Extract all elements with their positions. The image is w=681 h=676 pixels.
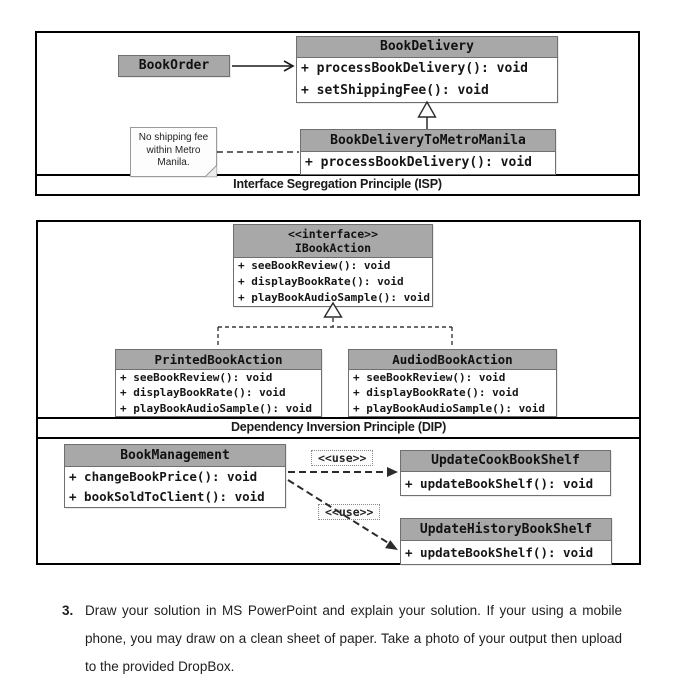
class-method: + changeBookPrice(): void: [69, 469, 258, 484]
instruction-line: to the provided DropBox.: [85, 659, 235, 674]
class-title: AudiodBookAction: [349, 350, 556, 370]
class-methods: + seeBookReview(): void + displayBookRat…: [116, 370, 321, 417]
class-methods: + seeBookReview(): void + displayBookRat…: [349, 370, 556, 417]
class-title: BookDelivery: [297, 37, 557, 58]
class-book-order: BookOrder: [118, 55, 230, 77]
class-method: + playBookAudioSample(): void: [238, 291, 431, 304]
class-method: + seeBookReview(): void: [353, 371, 506, 384]
class-title: IBookAction: [294, 241, 372, 255]
class-methods: + updateBookShelf(): void: [401, 472, 610, 495]
class-title: BookManagement: [65, 445, 285, 467]
class-methods: + processBookDelivery(): void + setShipp…: [297, 58, 557, 102]
class-method: + displayBookRate(): void: [238, 275, 404, 288]
note-line: Manila.: [157, 157, 190, 168]
isp-caption: Interface Segregation Principle (ISP): [37, 174, 638, 194]
note-line: within Metro: [146, 144, 201, 156]
class-title-block: <<interface>> IBookAction: [234, 225, 432, 258]
class-method: + setShippingFee(): void: [301, 83, 489, 98]
class-methods: + updateBookShelf(): void: [401, 541, 611, 564]
class-title: PrintedBookAction: [116, 350, 321, 370]
class-update-cook-book-shelf: UpdateCookBookShelf + updateBookShelf():…: [400, 450, 611, 496]
class-method: + displayBookRate(): void: [353, 386, 519, 400]
class-stereotype: <<interface>>: [287, 227, 378, 241]
class-method: + bookSoldToClient(): void: [69, 489, 265, 504]
use-stereotype-label: <<use>>: [318, 504, 381, 520]
note-line: No shipping fee: [138, 132, 209, 143]
class-methods: + processBookDelivery(): void: [301, 152, 555, 174]
class-printed-book-action: PrintedBookAction + seeBookReview(): voi…: [115, 349, 322, 418]
class-title: BookDeliveryToMetroManila: [301, 130, 555, 152]
class-book-delivery-to-metro-manila: BookDeliveryToMetroManila + processBookD…: [300, 129, 556, 175]
class-method: + processBookDelivery(): void: [305, 155, 532, 170]
class-methods: + seeBookReview(): void + displayBookRat…: [234, 258, 432, 306]
class-book-delivery: BookDelivery + processBookDelivery(): vo…: [296, 36, 558, 103]
class-methods: + changeBookPrice(): void + bookSoldToCl…: [65, 467, 285, 507]
instruction-item-3: 3. Draw your solution in MS PowerPoint a…: [62, 597, 622, 676]
class-method: + seeBookReview(): void: [120, 371, 273, 384]
use-stereotype-label: <<use>>: [311, 450, 374, 466]
class-book-management: BookManagement + changeBookPrice(): void…: [64, 444, 286, 508]
class-title: BookOrder: [119, 56, 229, 76]
class-method: + displayBookRate(): void: [120, 386, 286, 400]
class-audiod-book-action: AudiodBookAction + seeBookReview(): void…: [348, 349, 557, 418]
class-method: + updateBookShelf(): void: [405, 476, 594, 491]
class-method: + processBookDelivery(): void: [301, 61, 528, 76]
note-fold-icon: [205, 165, 217, 177]
instruction-text: Draw your solution in MS PowerPoint and …: [85, 597, 622, 676]
class-ibookaction-interface: <<interface>> IBookAction + seeBookRevie…: [233, 224, 433, 307]
class-method: + playBookAudioSample(): void: [120, 401, 313, 415]
instruction-line: Draw your solution in MS PowerPoint and …: [85, 603, 622, 618]
class-method: + playBookAudioSample(): void: [353, 401, 546, 415]
dip-caption: Dependency Inversion Principle (DIP): [38, 417, 639, 439]
uml-note: No shipping fee within Metro Manila.: [130, 127, 217, 177]
class-title: UpdateHistoryBookShelf: [401, 519, 611, 541]
class-method: + seeBookReview(): void: [238, 259, 391, 272]
class-title: UpdateCookBookShelf: [401, 451, 610, 472]
class-method: + updateBookShelf(): void: [405, 545, 594, 560]
instruction-line: phone, you may draw on a clean sheet of …: [85, 631, 622, 646]
class-update-history-book-shelf: UpdateHistoryBookShelf + updateBookShelf…: [400, 518, 612, 565]
instruction-number: 3.: [62, 603, 74, 618]
